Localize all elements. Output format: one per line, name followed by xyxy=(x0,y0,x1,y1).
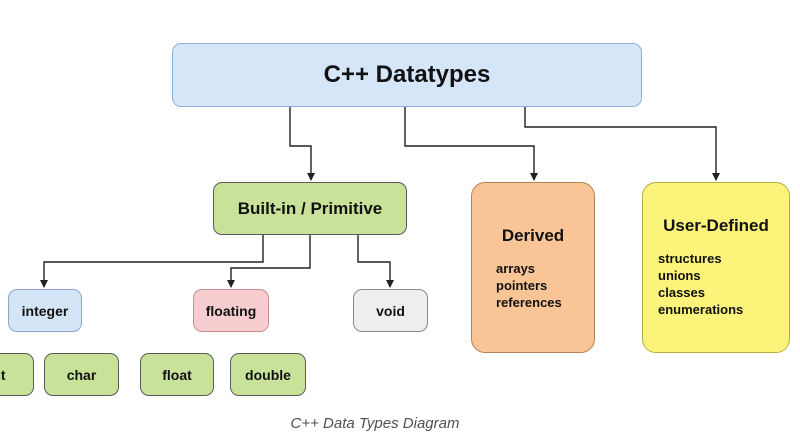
char-label: char xyxy=(66,366,97,383)
builtin-node-label: Built-in / Primitive xyxy=(237,198,383,218)
void-label: void xyxy=(376,302,405,319)
derived-item-references: references xyxy=(496,295,562,310)
void-node: void xyxy=(353,289,428,332)
user-defined-list: structures unions classes enumerations xyxy=(643,250,789,318)
int-node: int xyxy=(0,353,34,396)
derived-list: arrays pointers references xyxy=(472,260,594,311)
edge-builtin-to-void xyxy=(357,235,394,288)
floating-label: floating xyxy=(205,302,257,319)
edge-builtin-to-floating xyxy=(227,235,311,288)
root-node-label: C++ Datatypes xyxy=(323,61,491,88)
derived-node: Derived arrays pointers references xyxy=(471,182,595,353)
diagram-caption: C++ Data Types Diagram xyxy=(290,415,460,432)
edge-root-to-builtin xyxy=(289,107,315,181)
double-label: double xyxy=(245,366,291,383)
user-defined-node: User-Defined structures unions classes e… xyxy=(642,182,790,353)
double-node: double xyxy=(230,353,306,396)
float-label: float xyxy=(162,366,192,383)
edge-root-to-user-defined xyxy=(524,107,720,181)
derived-item-pointers: pointers xyxy=(496,278,548,293)
root-node-cpp-datatypes: C++ Datatypes xyxy=(172,43,642,107)
edge-builtin-to-integer xyxy=(40,235,264,288)
derived-item-arrays: arrays xyxy=(496,261,536,276)
derived-title: Derived xyxy=(501,226,565,245)
integer-node: integer xyxy=(8,289,82,332)
int-label: int xyxy=(0,366,6,383)
floating-node: floating xyxy=(193,289,269,332)
edge-root-to-derived xyxy=(404,107,538,181)
user-defined-item-enumerations: enumerations xyxy=(658,302,744,317)
builtin-primitive-node: Built-in / Primitive xyxy=(213,182,407,235)
user-defined-title: User-Defined xyxy=(663,216,769,235)
user-defined-item-structures: structures xyxy=(658,251,722,266)
user-defined-item-classes: classes xyxy=(658,285,705,300)
float-node: float xyxy=(140,353,214,396)
char-node: char xyxy=(44,353,119,396)
user-defined-item-unions: unions xyxy=(658,268,701,283)
integer-label: integer xyxy=(21,302,69,319)
